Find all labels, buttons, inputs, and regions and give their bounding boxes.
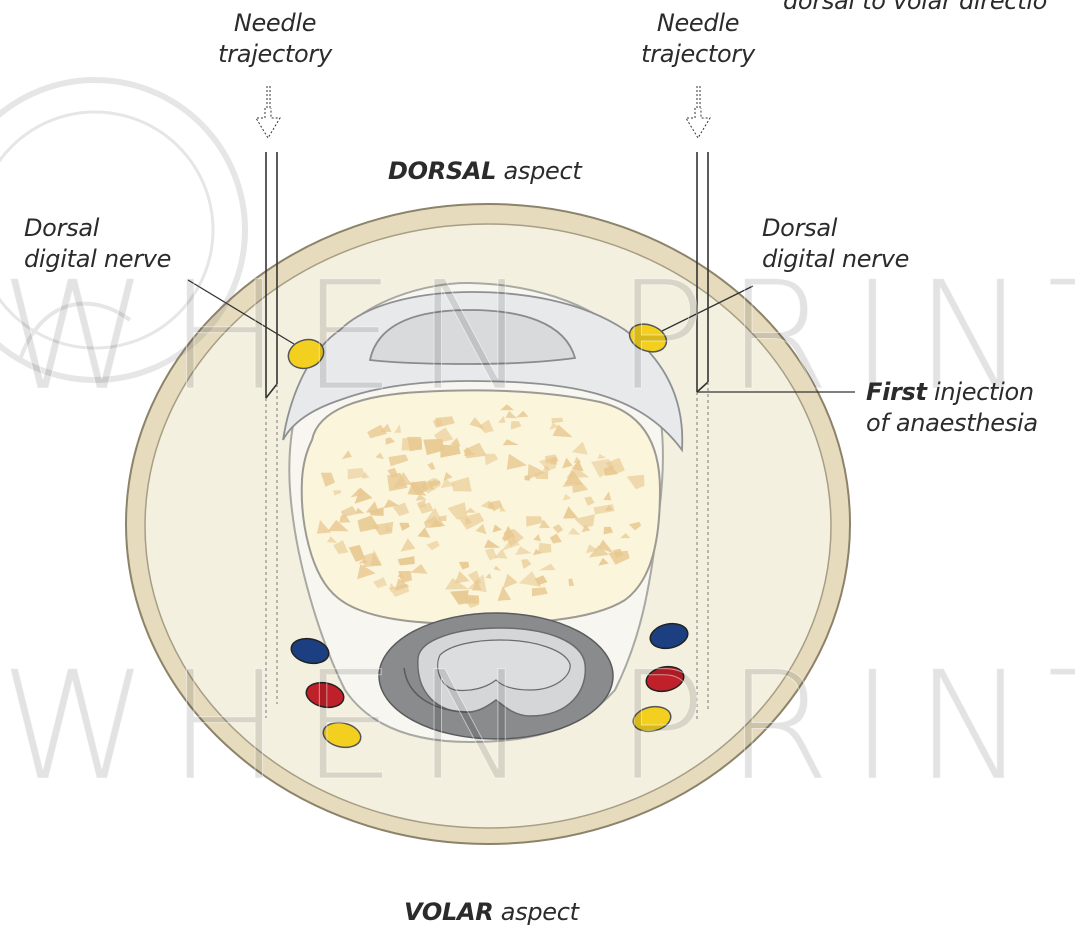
dorsal-aspect-rest: aspect (496, 157, 581, 185)
trabecula (402, 438, 422, 451)
dorsal-aspect-label: DORSAL aspect (388, 156, 582, 187)
first-injection-line1: First injection (866, 377, 1038, 408)
top-right-fragment-label: dorsal to volar directio (783, 0, 1047, 17)
dorsal-digital-nerve-left-label: Dorsal digital nerve (24, 213, 171, 275)
trabecula (525, 475, 530, 480)
volar-aspect-rest: aspect (493, 898, 578, 926)
nerve-left-line2: digital nerve (24, 244, 171, 275)
first-injection-label: First injection of anaesthesia (866, 377, 1038, 439)
trabecula (538, 543, 551, 554)
needle-trajectory-left-label: Needle trajectory (205, 8, 345, 70)
needle-left-line2: trajectory (205, 39, 345, 70)
first-injection-rest: injection (927, 378, 1034, 406)
dorsal-aspect-bold: DORSAL (388, 157, 496, 185)
trajectory-arrow-left-icon (256, 86, 280, 138)
nerve-right-line1: Dorsal (762, 213, 909, 244)
nerve-right-line2: digital nerve (762, 244, 909, 275)
first-injection-bold: First (866, 378, 927, 406)
needle-right-line2: trajectory (628, 39, 768, 70)
needle-left-line1: Needle (205, 8, 345, 39)
needle-trajectory-right-label: Needle trajectory (628, 8, 768, 70)
volar-aspect-bold: VOLAR (404, 898, 493, 926)
trajectory-arrow-right-icon (686, 86, 710, 138)
nerve-left-line1: Dorsal (24, 213, 171, 244)
volar-aspect-label: VOLAR aspect (404, 897, 579, 928)
needle-right-line1: Needle (628, 8, 768, 39)
dorsal-digital-nerve-right-label: Dorsal digital nerve (762, 213, 909, 275)
first-injection-line2: of anaesthesia (866, 408, 1038, 439)
